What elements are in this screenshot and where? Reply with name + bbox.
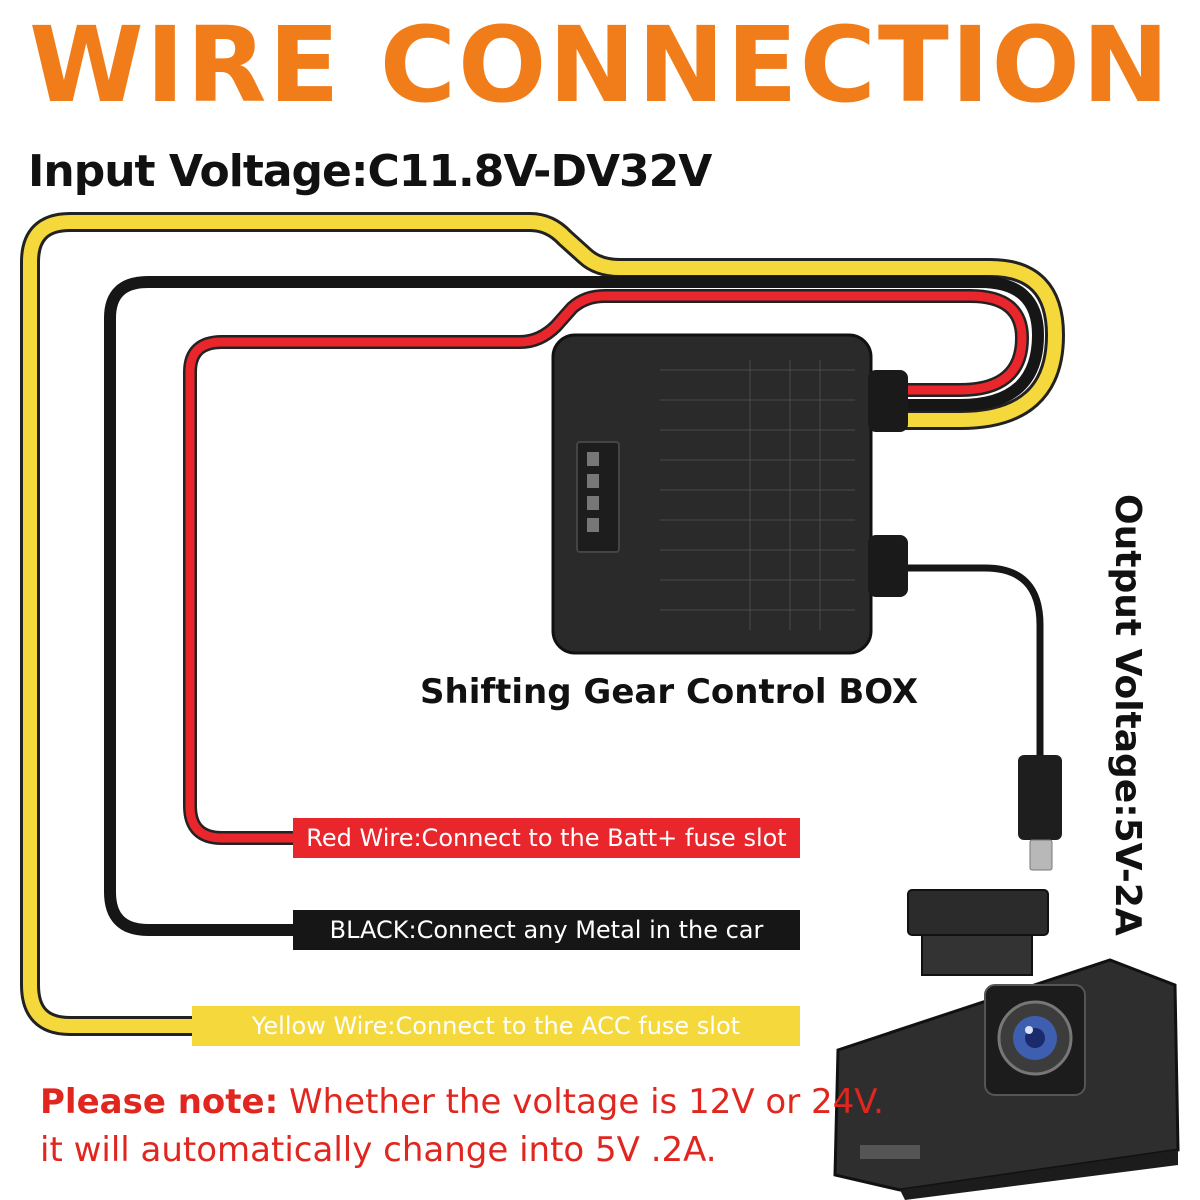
control-box-label: Shifting Gear Control BOX (420, 672, 919, 712)
page-title: WIRE CONNECTION (28, 4, 1171, 126)
red-wire (183, 289, 1029, 845)
dash-cam (833, 889, 1180, 1200)
note-text-1: Whether the voltage is 12V or 24V. (278, 1082, 884, 1122)
black-wire (104, 276, 1044, 936)
input-voltage-label: Input Voltage:C11.8V-DV32V (28, 146, 712, 197)
yellow-wire (20, 212, 1065, 1036)
black-wire-label: BLACK:Connect any Metal in the car (293, 910, 800, 950)
note-lead: Please note: (40, 1082, 279, 1122)
red-wire-label: Red Wire:Connect to the Batt+ fuse slot (293, 818, 800, 858)
output-voltage-label: Output Voltage:5V-2A (1107, 494, 1148, 936)
output-cable (895, 564, 1044, 760)
note-line-2: it will automatically change into 5V .2A… (40, 1130, 717, 1170)
micro-usb-plug (1018, 755, 1062, 871)
note-line-1: Please note: Whether the voltage is 12V … (40, 1078, 884, 1126)
control-box (551, 333, 908, 655)
yellow-wire-label: Yellow Wire:Connect to the ACC fuse slot (192, 1006, 800, 1046)
note: Please note: Whether the voltage is 12V … (40, 1078, 884, 1174)
